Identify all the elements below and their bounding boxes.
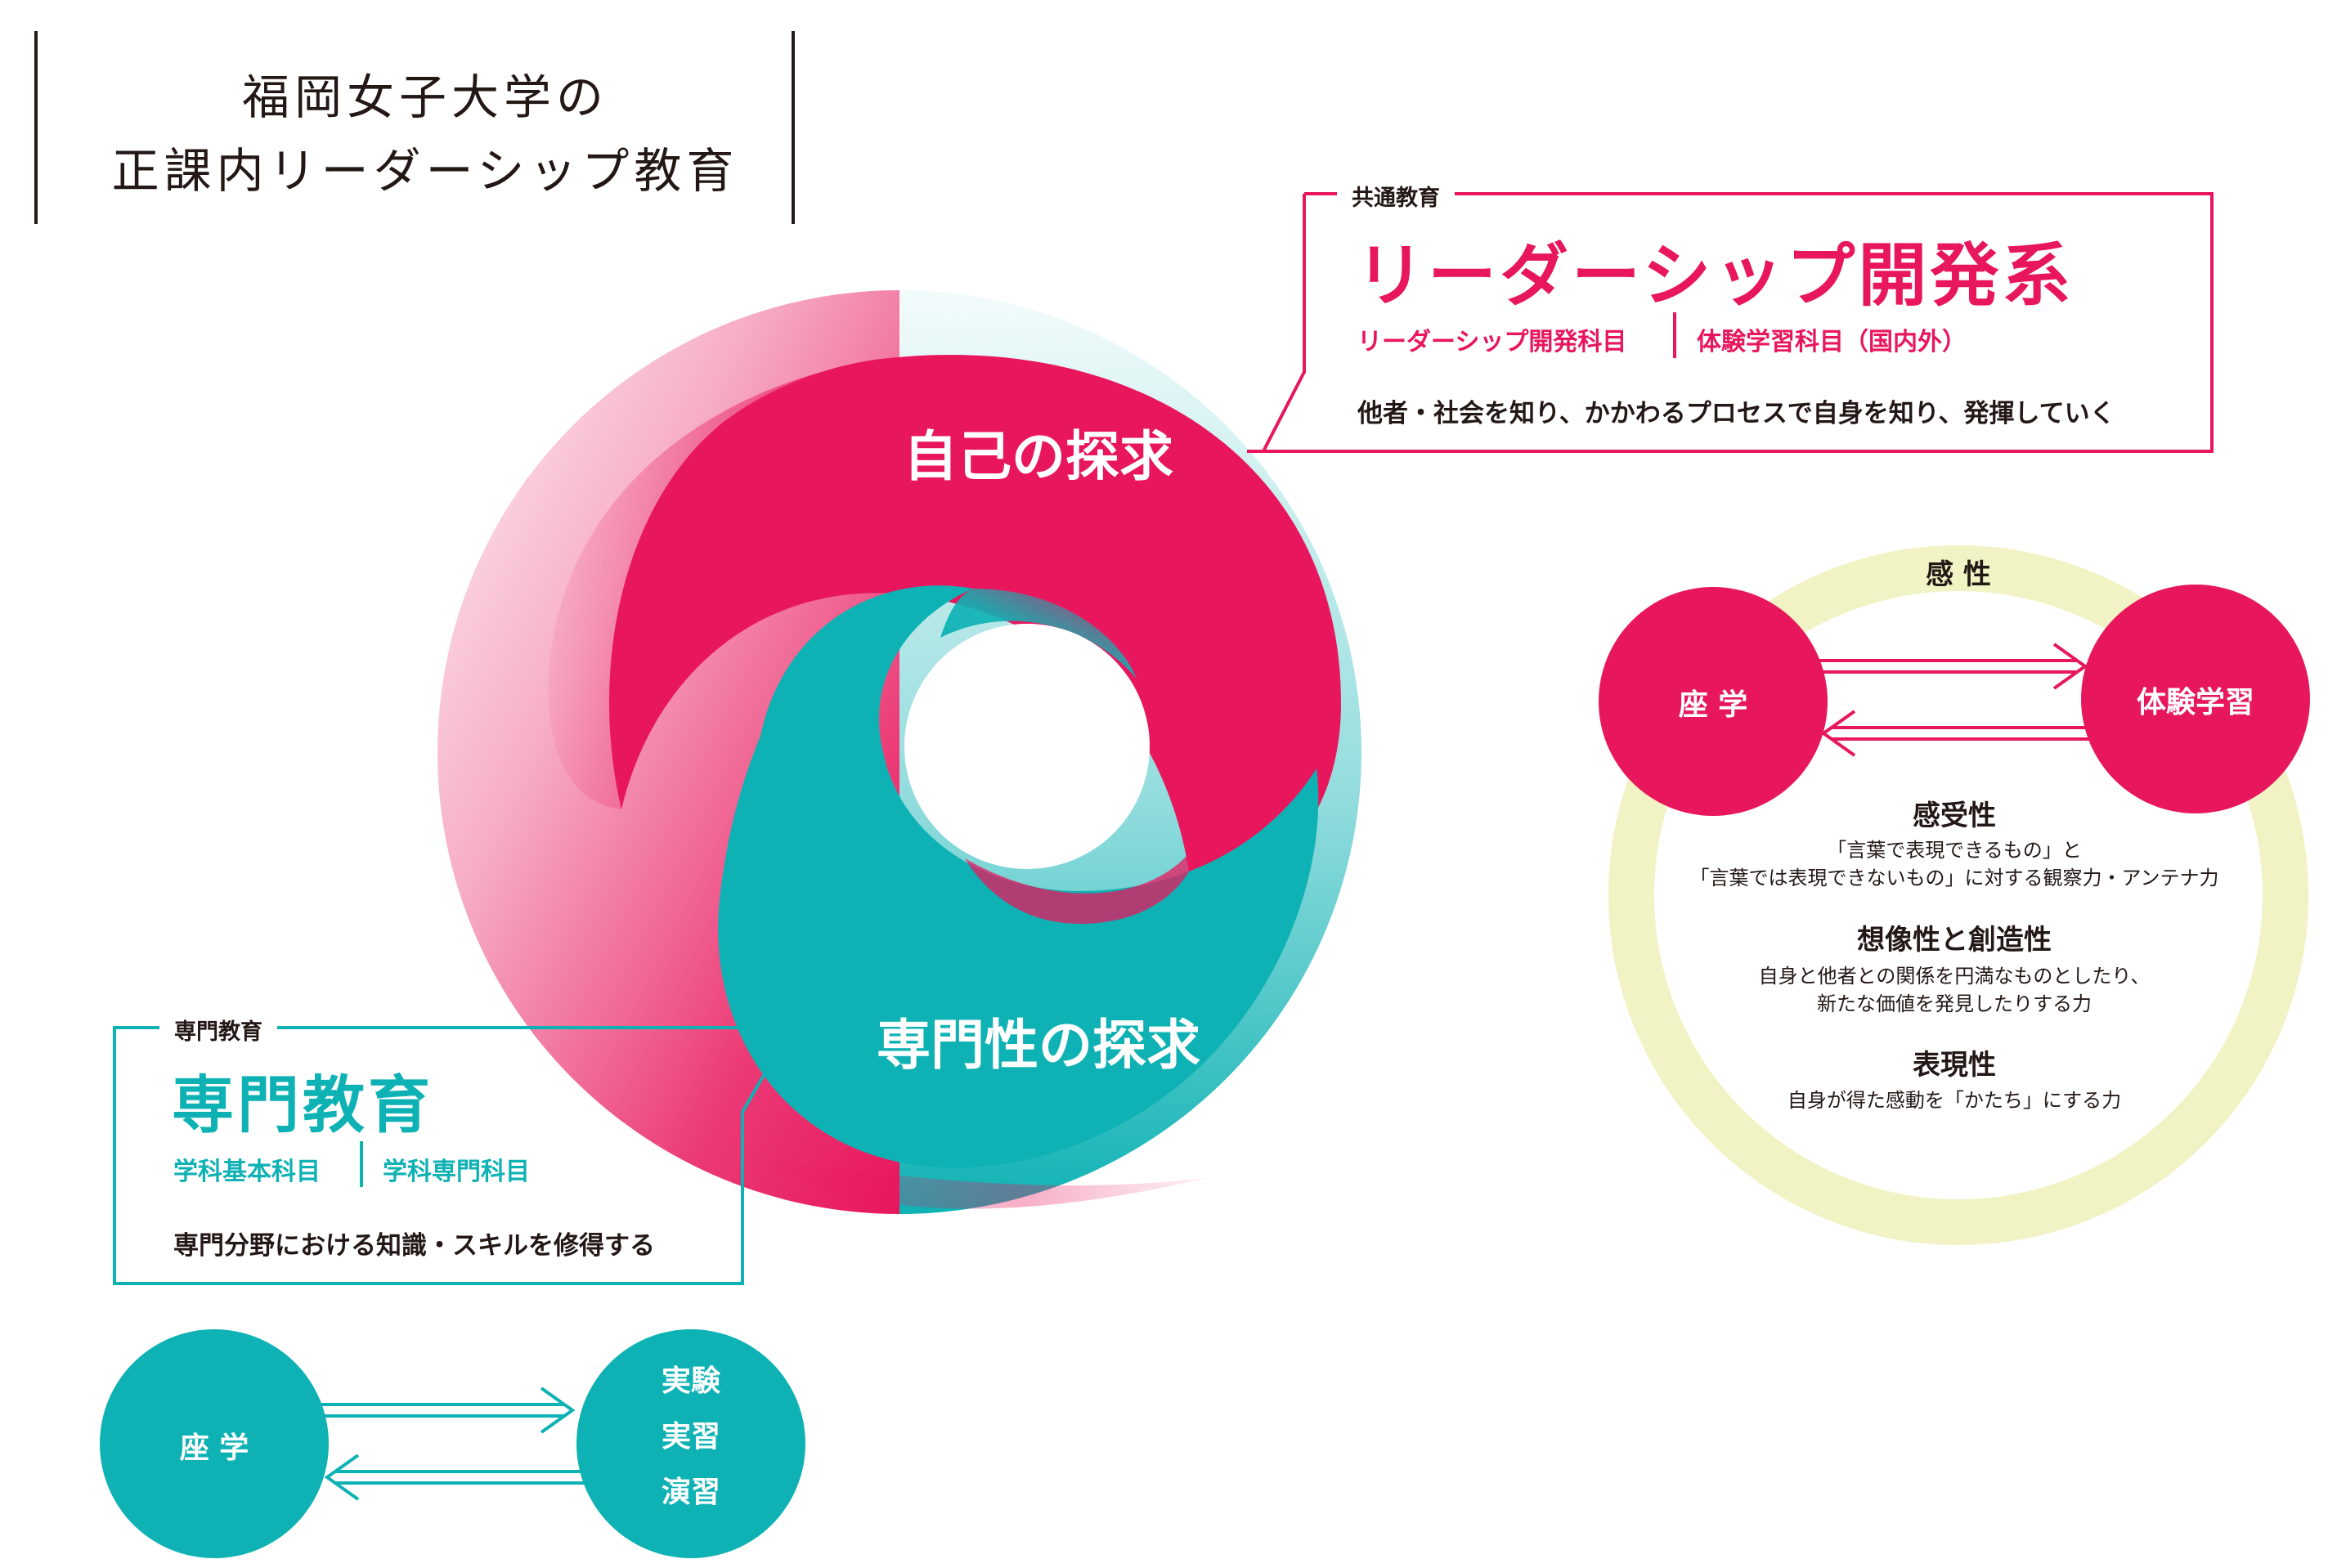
- practice-label-enshu: 演習: [661, 1476, 720, 1509]
- zagaku-circle-bottom: [100, 1329, 329, 1558]
- specialist-sub-separator: [360, 1141, 363, 1187]
- swirl-bottom-sliver: [736, 1153, 1210, 1209]
- ring-label: 感 性: [1926, 558, 1991, 591]
- leadership-description: 他者・社会を知り、かかわるプロセスで自身を知り、発揮していく: [1357, 399, 2115, 428]
- item-2-heading: 想像性と創造性: [1857, 924, 2052, 956]
- arrow-left-to-zagaku: [1820, 710, 2134, 757]
- specialist-sub-1: 学科基本科目: [173, 1158, 321, 1186]
- item-2-line-2: 新たな価値を発見したりする力: [1817, 992, 2092, 1015]
- item-3-line-1: 自身が得た感動を「かたち」にする力: [1787, 1089, 2122, 1112]
- specialist-callout-frame: [113, 1026, 795, 1285]
- specialist-description: 専門分野における知識・スキルを修得する: [173, 1231, 655, 1261]
- title-line-1: 福岡女子大学の: [241, 69, 608, 125]
- swirl-teal-lobe: [718, 585, 1319, 1168]
- item-1-line-1: 「言葉で表現できるもの」と: [1827, 839, 2082, 862]
- swirl-pink-fade: [548, 360, 875, 809]
- title-left-bar: [34, 31, 38, 224]
- specialist-title: 専門教育: [172, 1068, 433, 1141]
- swirl-pink-crescent: [965, 834, 1202, 924]
- leadership-sub-1: リーダーシップ開発科目: [1357, 328, 1627, 356]
- leadership-callout-frame: [1247, 192, 2214, 453]
- leadership-tag: 共通教育: [1337, 180, 1455, 212]
- practice-circle-bottom: [576, 1329, 805, 1558]
- title-line-2: 正課内リーダーシップ教育: [111, 143, 739, 199]
- title-right-bar: [792, 31, 795, 224]
- swirl-graphic: [437, 290, 1361, 1214]
- item-1-line-2: 「言葉では表現できないもの」に対する観察力・アンテナ力: [1689, 867, 2219, 889]
- leadership-title: リーダーシップ開発系: [1356, 235, 2075, 316]
- item-3-heading: 表現性: [1913, 1049, 1996, 1082]
- swirl-pink-lobe: [609, 354, 1341, 916]
- practice-diagram: [100, 1329, 805, 1558]
- item-2-line-1: 自身と他者との関係を円満なものとしたり、: [1758, 965, 2151, 988]
- swirl-center-hole: [904, 624, 1150, 869]
- specialist-tag: 専門教育: [159, 1014, 277, 1046]
- taiken-label-right: 体験学習: [2136, 686, 2254, 719]
- taiken-circle-right: [2081, 585, 2310, 813]
- arrow-right-to-taiken: [1774, 643, 2088, 690]
- zagaku-label-right: 座 学: [1678, 688, 1748, 722]
- swirl-bottom-label: 専門性の探求: [877, 1014, 1200, 1077]
- item-1-heading: 感受性: [1913, 800, 1996, 832]
- practice-label-jikken: 実験: [661, 1364, 720, 1398]
- swirl-top-label: 自己の探求: [904, 425, 1173, 488]
- swirl-teal-fade: [940, 589, 1137, 679]
- leadership-sub-separator: [1673, 312, 1676, 358]
- arrow-right-to-practice: [278, 1387, 576, 1434]
- practice-label-jisshu: 実習: [661, 1420, 720, 1454]
- leadership-sub-2: 体験学習科目（国内外）: [1697, 328, 1967, 356]
- sensibility-ring: [1608, 545, 2308, 1245]
- arrow-left-to-zagaku-bottom: [324, 1454, 621, 1501]
- specialist-sub-2: 学科専門科目: [383, 1158, 530, 1186]
- sensibility-diagram: [1599, 545, 2310, 1245]
- zagaku-label-bottom: 座 学: [179, 1431, 249, 1465]
- zagaku-circle-right: [1599, 587, 1828, 816]
